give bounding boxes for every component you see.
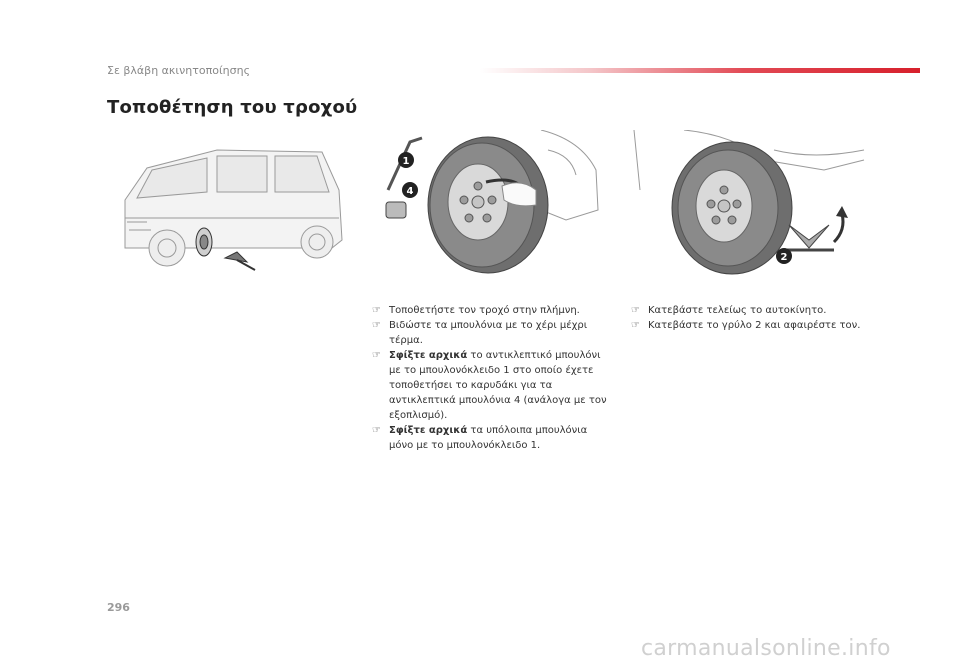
watermark: carmanualsonline.info (641, 636, 891, 661)
callout-1: 1 (403, 156, 410, 167)
wheel-lowering-illustration: 2 (633, 130, 865, 275)
pointer-icon: ☞ (372, 350, 381, 361)
pointer-icon: ☞ (372, 320, 381, 331)
pointer-icon: ☞ (372, 425, 381, 436)
pointer-icon: ☞ (631, 320, 640, 331)
pointer-icon: ☞ (372, 305, 381, 316)
step-item: ☞Κατεβάστε τελείως το αυτοκίνητο. (631, 305, 827, 316)
lowering-steps-list: ☞Κατεβάστε τελείως το αυτοκίνητο. ☞Κατεβ… (631, 303, 876, 333)
callout-2: 2 (781, 252, 788, 263)
step-item: ☞Σφίξτε αρχικά τα υπόλοιπα μπουλόνια μόν… (372, 425, 588, 451)
header-accent-bar (480, 68, 920, 73)
wheel-fitting-illustration: 1 4 (385, 130, 599, 274)
step-item: ☞Κατεβάστε το γρύλο 2 και αφαιρέστε τον. (631, 320, 861, 331)
step-item: ☞Σφίξτε αρχικά το αντικλεπτικό μπουλόνι … (372, 350, 607, 421)
section-label: Σε βλάβη ακινητοποίησης (107, 64, 251, 77)
page-title: Τοποθέτηση του τροχού (107, 97, 358, 118)
pointer-icon: ☞ (631, 305, 640, 316)
fitting-steps-list: ☞Τοποθετήστε τον τροχό στην πλήμνη. ☞Βιδ… (372, 303, 612, 453)
step-item: ☞Βιδώστε τα μπουλόνια με το χέρι μέχρι τ… (372, 320, 588, 346)
van-illustration (124, 149, 343, 271)
callout-4: 4 (407, 186, 414, 197)
page-number: 296 (107, 601, 130, 614)
step-item: ☞Τοποθετήστε τον τροχό στην πλήμνη. (372, 305, 580, 316)
